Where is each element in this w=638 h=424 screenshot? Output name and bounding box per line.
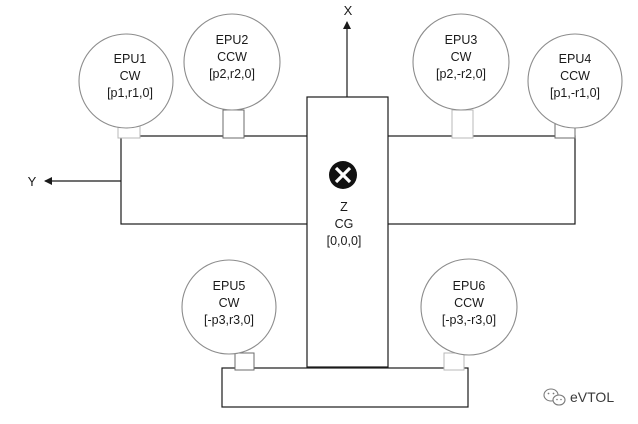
x-axis-label: X (344, 3, 353, 18)
epu-2-name: EPU2 (216, 33, 249, 47)
epu-4-disk (527, 33, 623, 129)
epu-2-coords: [p2,r2,0] (209, 67, 255, 81)
fuselage (306, 96, 389, 368)
epu-6-disk (420, 258, 518, 356)
wechat-icon (543, 388, 566, 406)
epu-1-name: EPU1 (114, 52, 147, 66)
epu-6-direction: CCW (454, 296, 484, 310)
epu-3-disk (412, 13, 510, 111)
epu-3-coords: [p2,-r2,0] (436, 67, 486, 81)
watermark: eVTOL (543, 388, 614, 406)
epu-2-direction: CCW (217, 50, 247, 64)
epu-3: EPU3 CW [p2,-r2,0] (412, 13, 510, 111)
epu-1-coords: [p1,r1,0] (107, 86, 153, 100)
epu-4-coords: [p1,-r1,0] (550, 86, 600, 100)
epu-6-name: EPU6 (453, 279, 486, 293)
epu-5-coords: [-p3,r3,0] (204, 313, 254, 327)
epu-5-direction: CW (219, 296, 240, 310)
epu-1-disk (78, 33, 174, 129)
rear-tail (221, 367, 469, 408)
watermark-text: eVTOL (570, 389, 614, 405)
y-axis: Y (28, 174, 121, 189)
cg-coords: [0,0,0] (327, 234, 362, 248)
epu-2: EPU2 CCW [p2,r2,0] (183, 13, 281, 111)
epu-4-direction: CCW (560, 69, 590, 83)
epu-1-direction: CW (120, 69, 141, 83)
y-axis-label: Y (28, 174, 37, 189)
epu6-mount (443, 352, 465, 371)
epu-1: EPU1 CW [p1,r1,0] (78, 33, 174, 129)
z-axis-label: Z (340, 200, 348, 214)
epu2-mount (222, 109, 245, 139)
epu-5-disk (181, 259, 277, 355)
epu-4: EPU4 CCW [p1,-r1,0] (527, 33, 623, 129)
cg-marker-icon (329, 161, 357, 189)
cg-label: CG (335, 217, 354, 231)
epu-6-coords: [-p3,-r3,0] (442, 313, 496, 327)
epu-2-disk (183, 13, 281, 111)
epu-3-name: EPU3 (445, 33, 478, 47)
epu-3-direction: CW (451, 50, 472, 64)
epu3-mount (451, 109, 474, 139)
epu-5: EPU5 CW [-p3,r3,0] (181, 259, 277, 355)
x-axis: X (343, 3, 353, 97)
epu-6: EPU6 CCW [-p3,-r3,0] (420, 258, 518, 356)
epu-5-name: EPU5 (213, 279, 246, 293)
epu-4-name: EPU4 (559, 52, 592, 66)
epu5-mount (234, 352, 255, 371)
